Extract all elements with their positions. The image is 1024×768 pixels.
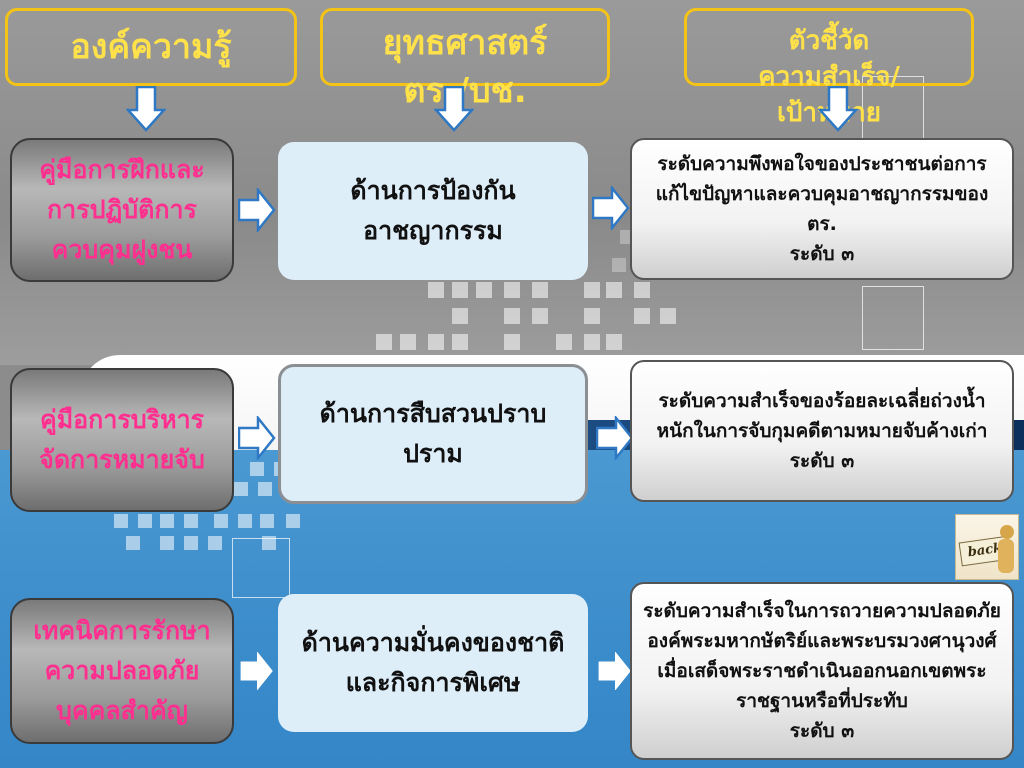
knowledge-box-1: คู่มือการฝึกและการปฏิบัติการควบคุมฝูงชน — [10, 138, 234, 282]
knowledge-box-3: เทคนิคการรักษาความปลอดภัยบุคคลสำคัญ — [10, 598, 234, 744]
strategy-box-2: ด้านการสืบสวนปราบปราม — [278, 364, 588, 504]
right-arrow-icon — [592, 186, 630, 230]
back-button[interactable]: back — [955, 514, 1019, 580]
down-arrow-icon — [126, 86, 166, 132]
knowledge-box-2: คู่มือการบริหารจัดการหมายจับ — [10, 368, 234, 512]
strategy-box-3: ด้านความมั่นคงของชาติและกิจการพิเศษ — [278, 594, 588, 732]
right-arrow-icon — [598, 652, 631, 690]
indicator-text-1: ระดับความพึงพอใจของประชาชนต่อการแก้ไขปัญ… — [655, 153, 989, 265]
person-body-icon — [998, 539, 1014, 573]
knowledge-text-3: เทคนิคการรักษาความปลอดภัยบุคคลสำคัญ — [33, 616, 211, 725]
indicator-box-2: ระดับความสำเร็จของร้อยละเฉลี่ยถ่วงน้ำหนั… — [630, 360, 1014, 502]
indicator-box-1: ระดับความพึงพอใจของประชาชนต่อการแก้ไขปัญ… — [630, 138, 1014, 280]
header-strategy: ยุทธศาสตร์ ตร./บช. — [320, 8, 610, 111]
knowledge-text-1: คู่มือการฝึกและการปฏิบัติการควบคุมฝูงชน — [39, 155, 205, 264]
right-arrow-icon — [240, 652, 273, 690]
down-arrow-icon — [434, 86, 474, 132]
indicator-box-3: ระดับความสำเร็จในการถวายความปลอดภัยองค์พ… — [630, 582, 1014, 760]
indicator-text-3: ระดับความสำเร็จในการถวายความปลอดภัยองค์พ… — [643, 600, 1001, 742]
header-knowledge-text: องค์ความรู้ — [70, 27, 232, 67]
right-arrow-icon — [238, 188, 276, 232]
indicator-text-2: ระดับความสำเร็จของร้อยละเฉลี่ยถ่วงน้ำหนั… — [656, 390, 988, 472]
strategy-text-2: ด้านการสืบสวนปราบปราม — [319, 399, 547, 468]
strategy-box-1: ด้านการป้องกันอาชญากรรม — [278, 142, 588, 280]
header-indicator-line1: ตัวชี้วัด — [788, 26, 870, 56]
strategy-text-1: ด้านการป้องกันอาชญากรรม — [350, 176, 516, 245]
strategy-text-3: ด้านความมั่นคงของชาติและกิจการพิเศษ — [301, 628, 565, 697]
right-arrow-icon — [596, 416, 634, 460]
header-indicator: ตัวชี้วัด ความสำเร็จ/ เป้าหมาย — [684, 8, 974, 128]
header-knowledge: องค์ความรู้ — [5, 8, 297, 86]
down-arrow-icon — [818, 86, 858, 132]
knowledge-text-2: คู่มือการบริหารจัดการหมายจับ — [39, 405, 205, 474]
header-strategy-line2: ตร./บช. — [403, 71, 527, 111]
right-arrow-icon — [238, 416, 276, 460]
header-strategy-line1: ยุทธศาสตร์ — [382, 23, 548, 63]
person-head-icon — [1000, 525, 1014, 539]
